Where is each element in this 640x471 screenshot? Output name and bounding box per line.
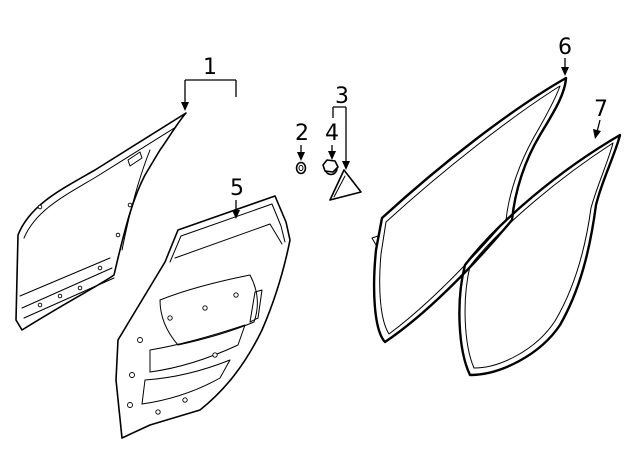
callout-1: 1: [203, 55, 217, 80]
arrow-4: [328, 151, 336, 160]
leader-1: [184, 79, 237, 106]
weatherstrip-door: [458, 133, 622, 377]
leader-lines: [181, 58, 601, 219]
callouts: 1 2 3 4 5 6 7: [203, 35, 608, 201]
callout-7: 7: [594, 97, 608, 122]
arrow-2: [297, 152, 305, 161]
callout-5: 5: [230, 176, 244, 201]
plug: [295, 161, 307, 175]
arrow-3: [342, 161, 350, 170]
callout-3: 3: [335, 84, 349, 109]
leader-3: [332, 106, 347, 164]
arrow-7: [593, 129, 601, 139]
callout-2: 2: [295, 121, 309, 146]
door-inner-frame: [115, 195, 291, 439]
clip: [322, 159, 339, 176]
arrow-1: [181, 102, 189, 111]
arrow-5: [232, 210, 240, 219]
arrow-6: [561, 67, 569, 76]
door-outer-panel: [15, 112, 187, 331]
weatherstrip-body: [371, 76, 568, 344]
cover-triangle: [329, 169, 362, 201]
callout-6: 6: [558, 35, 572, 60]
callout-4: 4: [325, 121, 339, 146]
leader-7: [596, 119, 601, 133]
